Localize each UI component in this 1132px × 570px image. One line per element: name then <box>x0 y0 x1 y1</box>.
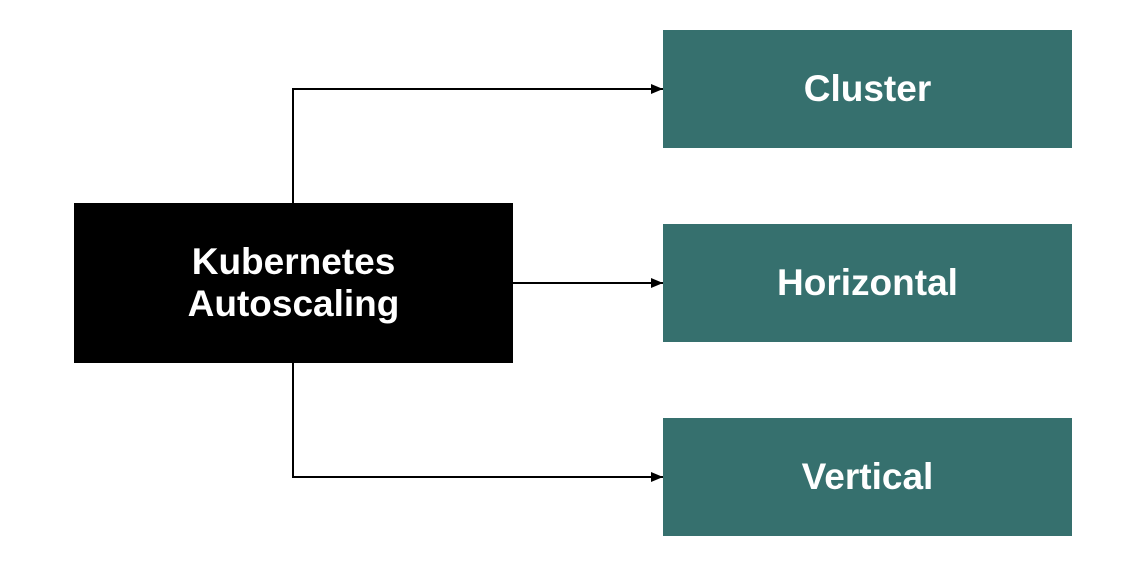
cluster-label: Cluster <box>803 68 932 109</box>
cluster-node: Cluster <box>663 30 1072 148</box>
horizontal-label: Horizontal <box>777 262 958 303</box>
root-line-2: Autoscaling <box>187 283 400 324</box>
root-line-1: Kubernetes <box>191 241 396 282</box>
horizontal-node: Horizontal <box>663 224 1072 342</box>
vertical-label: Vertical <box>801 456 934 497</box>
arrow-to-vertical <box>292 363 663 482</box>
vertical-node: Vertical <box>663 418 1072 536</box>
arrow-to-cluster <box>292 84 663 203</box>
